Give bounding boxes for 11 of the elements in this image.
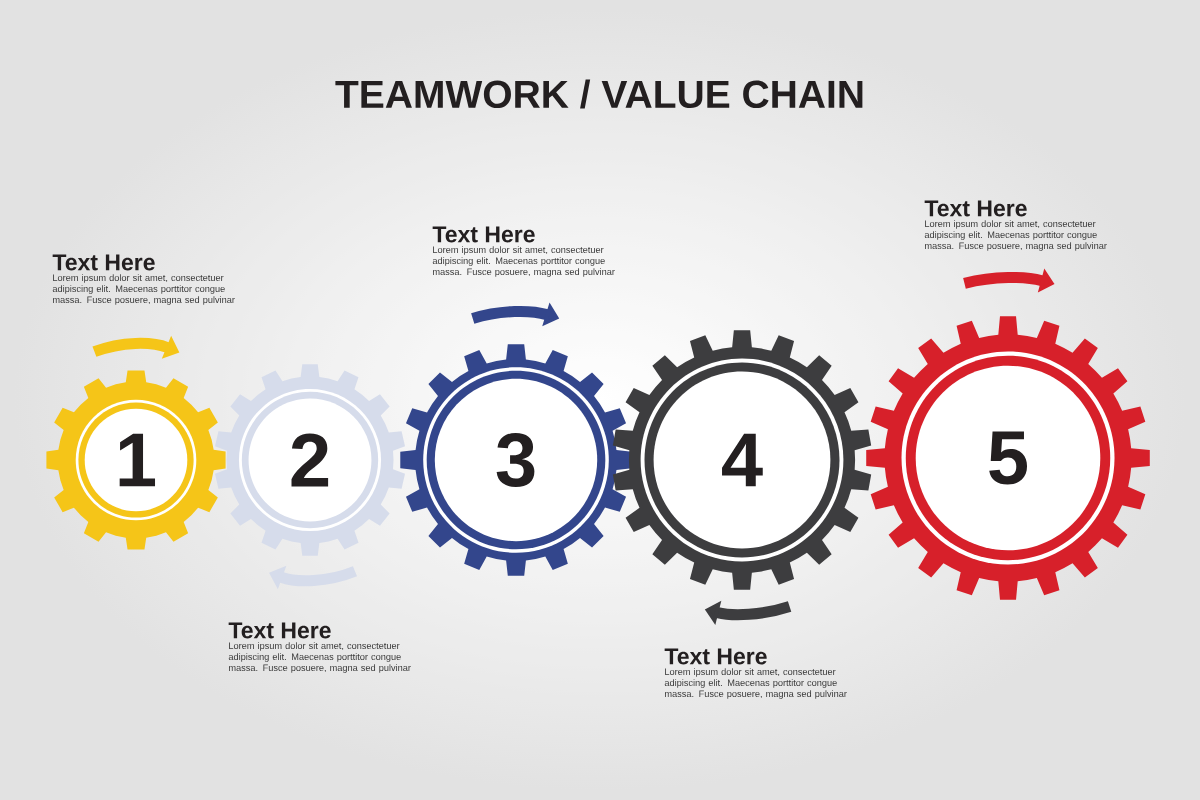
text-heading: Text Here <box>664 648 767 665</box>
text-heading: Text Here <box>432 226 535 243</box>
text-heading: Text Here <box>228 622 331 639</box>
gear: 3 <box>400 344 632 576</box>
text-heading: Text Here <box>52 254 155 271</box>
gear: 1 <box>46 370 226 550</box>
gear: 4 <box>612 330 872 590</box>
gear: 2 <box>215 364 406 556</box>
title: TEAMWORK / VALUE CHAIN <box>335 79 863 109</box>
text-heading: Text Here <box>924 200 1027 217</box>
gear: 5 <box>866 316 1150 600</box>
